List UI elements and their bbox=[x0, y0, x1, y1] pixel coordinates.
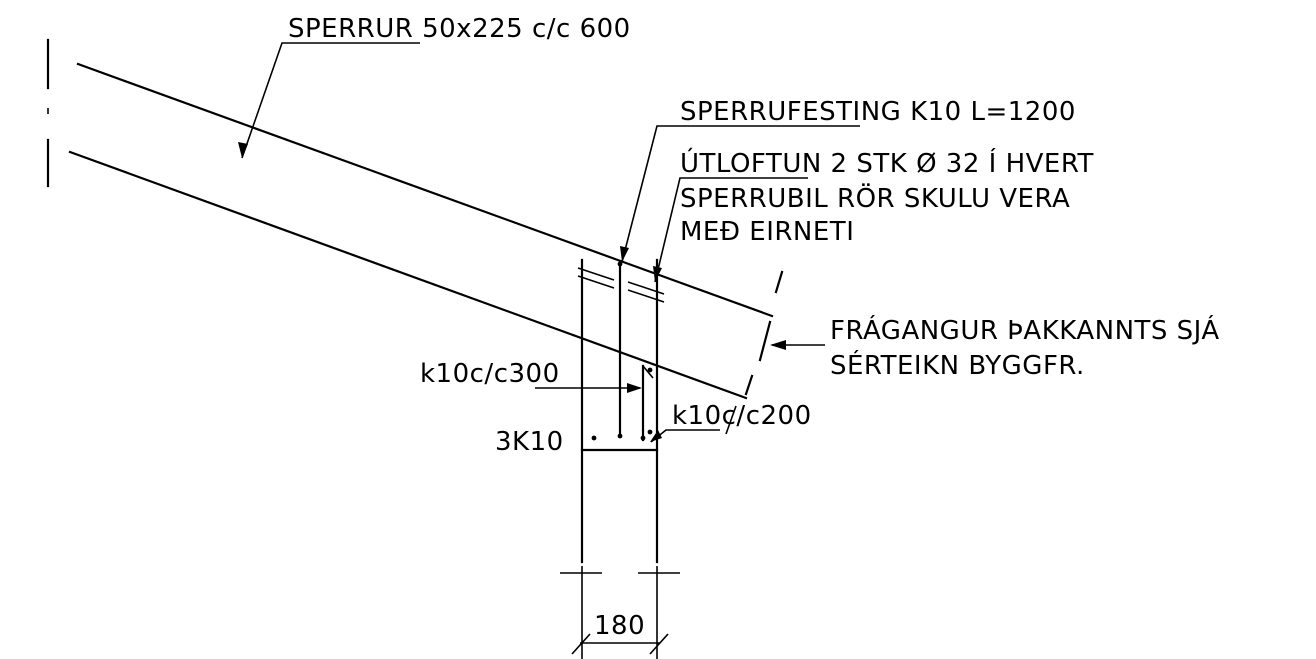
wall-plate-hatch bbox=[577, 267, 665, 303]
leader-ventilation bbox=[653, 177, 808, 283]
dimension-180 bbox=[560, 566, 680, 659]
stirrup-hook bbox=[642, 365, 654, 379]
rafter-top-edge bbox=[76, 62, 774, 318]
label-rafters: SPERRUR 50x225 c/c 600 bbox=[288, 14, 631, 44]
label-bottom-bars: 3K10 bbox=[495, 427, 564, 457]
concrete-wall bbox=[580, 258, 659, 564]
label-stirrup-right: k10c/c200 bbox=[672, 401, 812, 431]
label-wall-width: 180 bbox=[594, 611, 645, 641]
label-rafter-fixing: SPERRUFESTING K10 L=1200 bbox=[680, 97, 1076, 127]
leader-eaves bbox=[770, 340, 825, 350]
rafter-bottom-edge bbox=[68, 150, 748, 400]
label-ventilation-line2: SPERRUBIL RÖR SKULU VERA bbox=[680, 182, 1070, 214]
label-eaves-line1: FRÁGANGUR ÞAKKANNTS SJÁ bbox=[830, 314, 1220, 346]
label-eaves-line2: SÉRTEIKN BYGGFR. bbox=[830, 349, 1085, 381]
rafter-break-right bbox=[744, 270, 784, 396]
label-ventilation-line1: ÚTLOFTUN 2 STK Ø 32 Í HVERT bbox=[680, 147, 1094, 179]
leader-stirrup-left bbox=[535, 383, 642, 393]
label-ventilation-line3: MEÐ EIRNETI bbox=[680, 217, 854, 247]
leader-stirrup-slash bbox=[725, 405, 737, 435]
leader-rafter-fixing bbox=[620, 125, 860, 263]
leader-stirrup-right bbox=[650, 429, 720, 443]
label-stirrup-left: k10c/c300 bbox=[420, 359, 560, 389]
leader-rafters bbox=[238, 42, 420, 159]
bottom-bars-dots bbox=[591, 261, 653, 441]
